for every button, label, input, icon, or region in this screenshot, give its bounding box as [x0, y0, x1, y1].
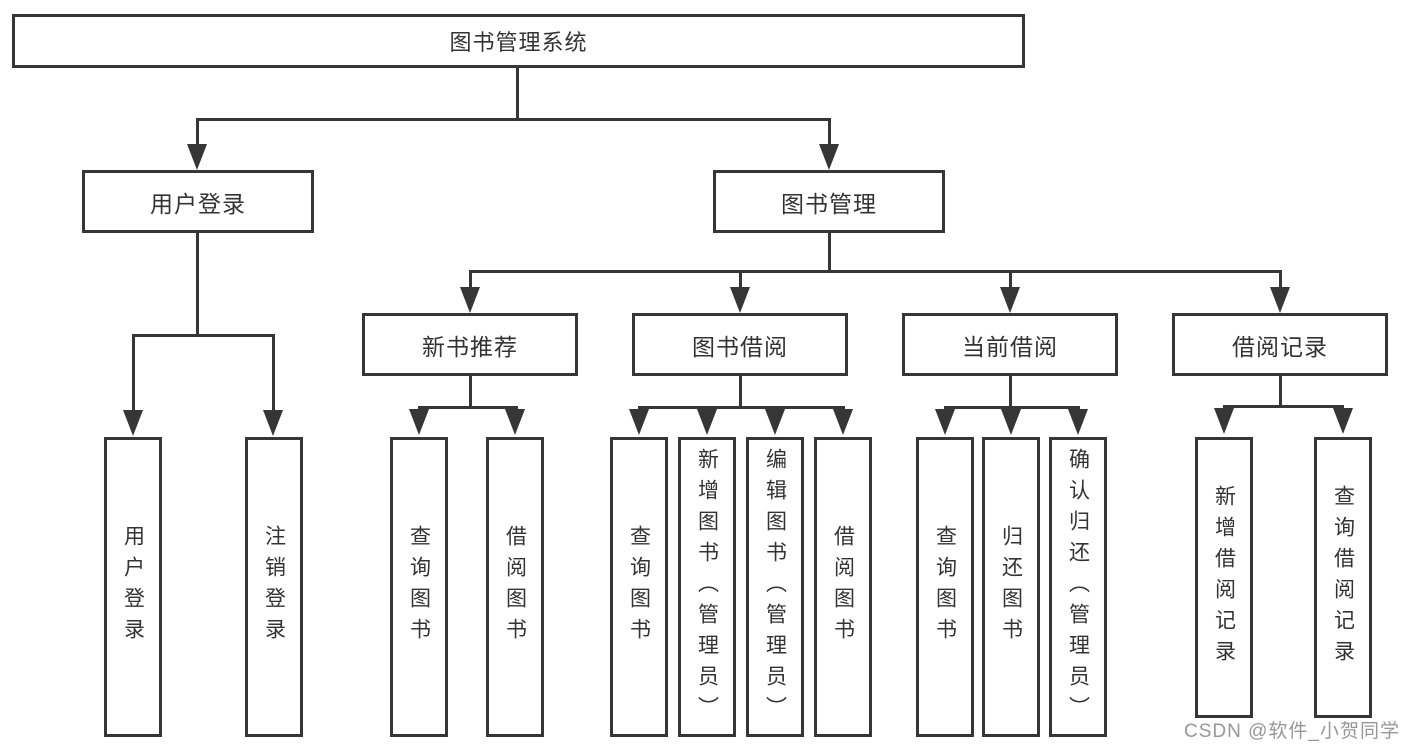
connector-root-bus [196, 118, 831, 121]
leaf-add-borrow-record: 新增借阅记录 [1195, 437, 1253, 718]
node-label: 查询图书 [627, 525, 651, 649]
arrow-down-icon [1000, 287, 1020, 313]
leaf-logout: 注销登录 [245, 437, 303, 737]
node-label: 确认归还（管理员） [1066, 447, 1090, 727]
arrow-down-icon [629, 409, 649, 435]
connector-book-borrow-bus [638, 406, 845, 409]
leaf-add-books-admin: 新增图书（管理员） [678, 437, 736, 737]
arrow-down-icon [819, 144, 839, 170]
node-library-management-system: 图书管理系统 [12, 14, 1025, 68]
node-label: 借阅记录 [1232, 333, 1328, 360]
arrow-down-icon [1270, 287, 1290, 313]
node-book-borrowing: 图书借阅 [632, 313, 848, 376]
arrow-down-icon [505, 409, 525, 435]
arrow-down-icon [1068, 409, 1088, 435]
leaf-edit-books-admin: 编辑图书（管理员） [746, 437, 804, 737]
connector-book-borrow-stem [739, 376, 742, 409]
node-label: 图书管理 [781, 190, 877, 217]
connector-current-borrow-bus [944, 406, 1080, 409]
node-label: 查询图书 [933, 525, 957, 649]
node-label: 当前借阅 [962, 333, 1058, 360]
node-current-borrowing: 当前借阅 [902, 313, 1118, 376]
node-label: 新书推荐 [422, 333, 518, 360]
connector-drop-new-book-rec [469, 270, 472, 288]
connector-book-mgmt-stem [828, 233, 831, 273]
connector-current-borrow-stem [1009, 376, 1012, 409]
arrow-down-icon [833, 409, 853, 435]
arrow-down-icon [730, 287, 750, 313]
leaf-query-borrow-record: 查询借阅记录 [1314, 437, 1372, 718]
connector-user-login-bus [132, 334, 275, 337]
leaf-user-login: 用户登录 [104, 437, 162, 737]
arrow-down-icon [697, 409, 717, 435]
connector-book-mgmt-bus [469, 270, 1282, 273]
connector-drop-user-login [196, 118, 199, 147]
connector-drop-current-borrow [1009, 270, 1012, 288]
node-label: 注销登录 [262, 525, 286, 649]
arrow-down-icon [935, 409, 955, 435]
connector-drop-book-mgmt [828, 118, 831, 147]
node-label: 查询借阅记录 [1331, 484, 1355, 671]
connector-user-login-stem [196, 233, 199, 336]
connector-drop-login-leaf [132, 334, 135, 410]
node-borrowing-records: 借阅记录 [1172, 313, 1388, 376]
node-label: 借阅图书 [503, 525, 527, 649]
connector-drop-logout-leaf [272, 334, 275, 410]
connector-borrow-records-bus [1223, 405, 1344, 408]
node-user-login: 用户登录 [82, 170, 314, 233]
connector-drop-book-borrow [739, 270, 742, 288]
node-label: 图书管理系统 [449, 30, 588, 55]
node-label: 用户登录 [121, 525, 145, 649]
csdn-watermark: CSDN @软件_小贺同学 [1184, 721, 1400, 742]
node-label: 用户登录 [150, 190, 246, 217]
connector-drop-borrow-records [1279, 270, 1282, 288]
node-label: 借阅图书 [831, 525, 855, 649]
leaf-borrow-books-recommend: 借阅图书 [486, 437, 544, 737]
node-new-book-recommend: 新书推荐 [362, 313, 578, 376]
arrow-down-icon [1001, 409, 1021, 435]
connector-root-stem [516, 68, 519, 119]
leaf-query-books-borrowing: 查询图书 [610, 437, 668, 737]
arrow-down-icon [1214, 408, 1234, 434]
node-label: 归还图书 [999, 525, 1023, 649]
arrow-down-icon [263, 410, 283, 436]
arrow-down-icon [409, 409, 429, 435]
node-label: 编辑图书（管理员） [763, 447, 787, 727]
node-label: 图书借阅 [692, 333, 788, 360]
arrow-down-icon [765, 409, 785, 435]
arrow-down-icon [1333, 408, 1353, 434]
arrow-down-icon [460, 287, 480, 313]
leaf-query-books-recommend: 查询图书 [390, 437, 448, 737]
node-label: 查询图书 [407, 525, 431, 649]
node-label: 新增图书（管理员） [695, 447, 719, 727]
node-label: 新增借阅记录 [1212, 484, 1236, 671]
node-book-management: 图书管理 [713, 170, 945, 233]
leaf-return-books: 归还图书 [982, 437, 1040, 737]
arrow-down-icon [187, 144, 207, 170]
arrow-down-icon [123, 410, 143, 436]
connector-new-book-rec-bus [418, 406, 518, 409]
connector-new-book-rec-stem [469, 376, 472, 409]
leaf-borrow-books-borrowing: 借阅图书 [814, 437, 872, 737]
connector-borrow-records-stem [1279, 376, 1282, 408]
leaf-query-books-current: 查询图书 [916, 437, 974, 737]
leaf-confirm-return-admin: 确认归还（管理员） [1049, 437, 1107, 737]
